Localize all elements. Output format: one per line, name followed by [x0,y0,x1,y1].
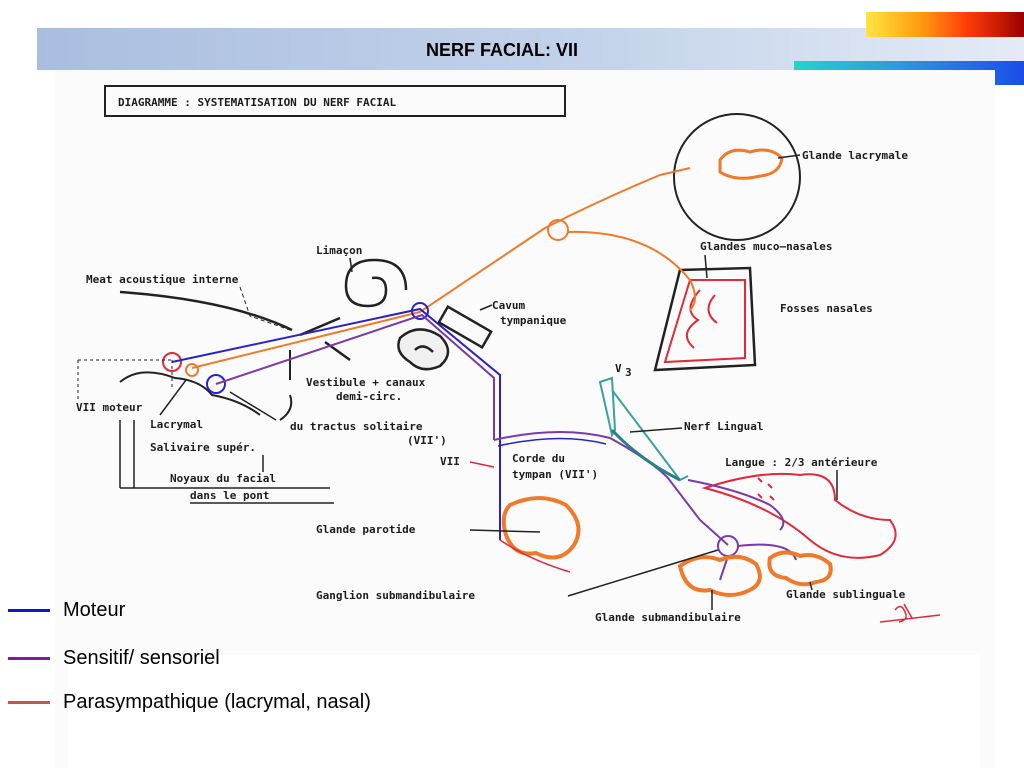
label-glande-lacrymale: Glande lacrymale [802,149,908,162]
leader-sublinguale [809,581,813,591]
vestibule [397,328,450,371]
diagram-caption: DIAGRAMME : SYSTEMATISATION DU NERF FACI… [118,96,397,109]
path-to-parotid [499,539,571,573]
nasal-mucosa [663,279,746,364]
label-glande-sublinguale: Glande sublinguale [786,588,906,601]
path-sensory-trunk [215,313,495,440]
diagram-paper [55,70,995,768]
label-glande-parotide: Glande parotide [316,523,416,536]
legend-label-sensitif: Sensitif/ sensoriel [63,647,220,669]
label-glandes-muco-nasales: Glandes muco–nasales [700,240,832,253]
eye-orbit [673,113,801,241]
label-vii: VII [440,455,460,468]
leader-lacrymal [159,379,187,416]
label-vestibule-2: demi-circ. [336,390,402,403]
leader-tractus [229,391,277,421]
path-chorda-para [497,437,607,447]
path-lingual-to-tongue [687,479,785,531]
legend-swatch-sensitif [8,657,50,660]
tongue [701,472,897,559]
submandibular-gland [677,554,762,597]
label-glande-submand: Glande submandibulaire [595,611,741,624]
tongue-papillae [757,477,775,501]
path-parasympathetic-nasal [567,230,696,311]
legend-swatch-parasympathique [8,701,50,704]
label-corde-2: tympan (VII') [512,468,598,481]
label-noyaux-1: Noyaux du facial [170,472,276,485]
salivary-nucleus [185,363,199,377]
motor-nucleus [162,352,182,372]
parotid-gland [501,496,581,560]
legend-swatch-moteur [8,609,50,612]
label-corde-1: Corde du [512,452,565,465]
label-ganglion-submand: Ganglion submandibulaire [316,589,475,602]
leader-limacon [349,257,353,273]
label-meat-acoustique: Meat acoustique interne [86,273,239,286]
cavum-tympanique [437,304,493,350]
acoustic-meatus [119,290,351,362]
label-langue: Langue : 2/3 antérieure [725,456,878,469]
path-to-submand-gland [719,555,729,581]
caption-box [104,85,566,117]
author-signature [879,603,941,623]
label-fosses-nasales: Fosses nasales [780,302,873,315]
label-vestibule-1: Vestibule + canaux [306,376,426,389]
label-v3: V [615,362,622,375]
label-noyaux-2: dans le pont [190,489,269,502]
label-lacrymal: Lacrymal [150,418,203,431]
slide-title: NERF FACIAL: VII [426,40,578,60]
arrow-vii [469,461,495,468]
label-vii-moteur: VII moteur [76,401,143,414]
sublingual-gland [767,550,833,587]
pterygopalatine-ganglion [547,219,569,241]
label-cavum-1: Cavum [492,299,525,312]
legend-label-moteur: Moteur [63,599,126,621]
solitary-nucleus [206,374,226,394]
path-to-sublingual [737,543,797,561]
bracket-noyaux [119,420,330,489]
path-parasympathetic-upper [191,167,691,369]
label-salivaire: Salivaire supér. [150,441,256,454]
leader-meat [239,286,291,331]
label-tractus-1: du tractus solitaire [290,420,423,433]
nasal-turbinates [686,289,718,349]
leader-muco-nasales [704,254,708,279]
nerf-lingual [610,428,681,482]
leader-lacrymale [777,154,801,159]
label-tractus-2: (VII') [407,434,447,447]
label-nerf-lingual: Nerf Lingual [684,420,763,433]
diagram-paper-lower [68,655,980,768]
path-motor-trunk [171,307,501,540]
leader-ganglion [567,549,719,597]
accent-bar-warm [866,12,1024,37]
cochlea [344,258,408,308]
path-chorda-tympani [493,430,729,546]
bracket-vii-moteur [77,359,173,400]
brainstem-outline [119,350,293,421]
label-v3-sub: 3 [625,366,632,379]
nasal-cavity [653,266,757,372]
legend-label-parasympathique: Parasympathique (lacrymal, nasal) [63,691,371,713]
leader-parotide [469,529,541,533]
label-limacon: Limaçon [316,244,362,257]
leader-cavum [479,304,493,311]
leader-lingual [629,427,683,433]
label-cavum-2: tympanique [500,314,567,327]
